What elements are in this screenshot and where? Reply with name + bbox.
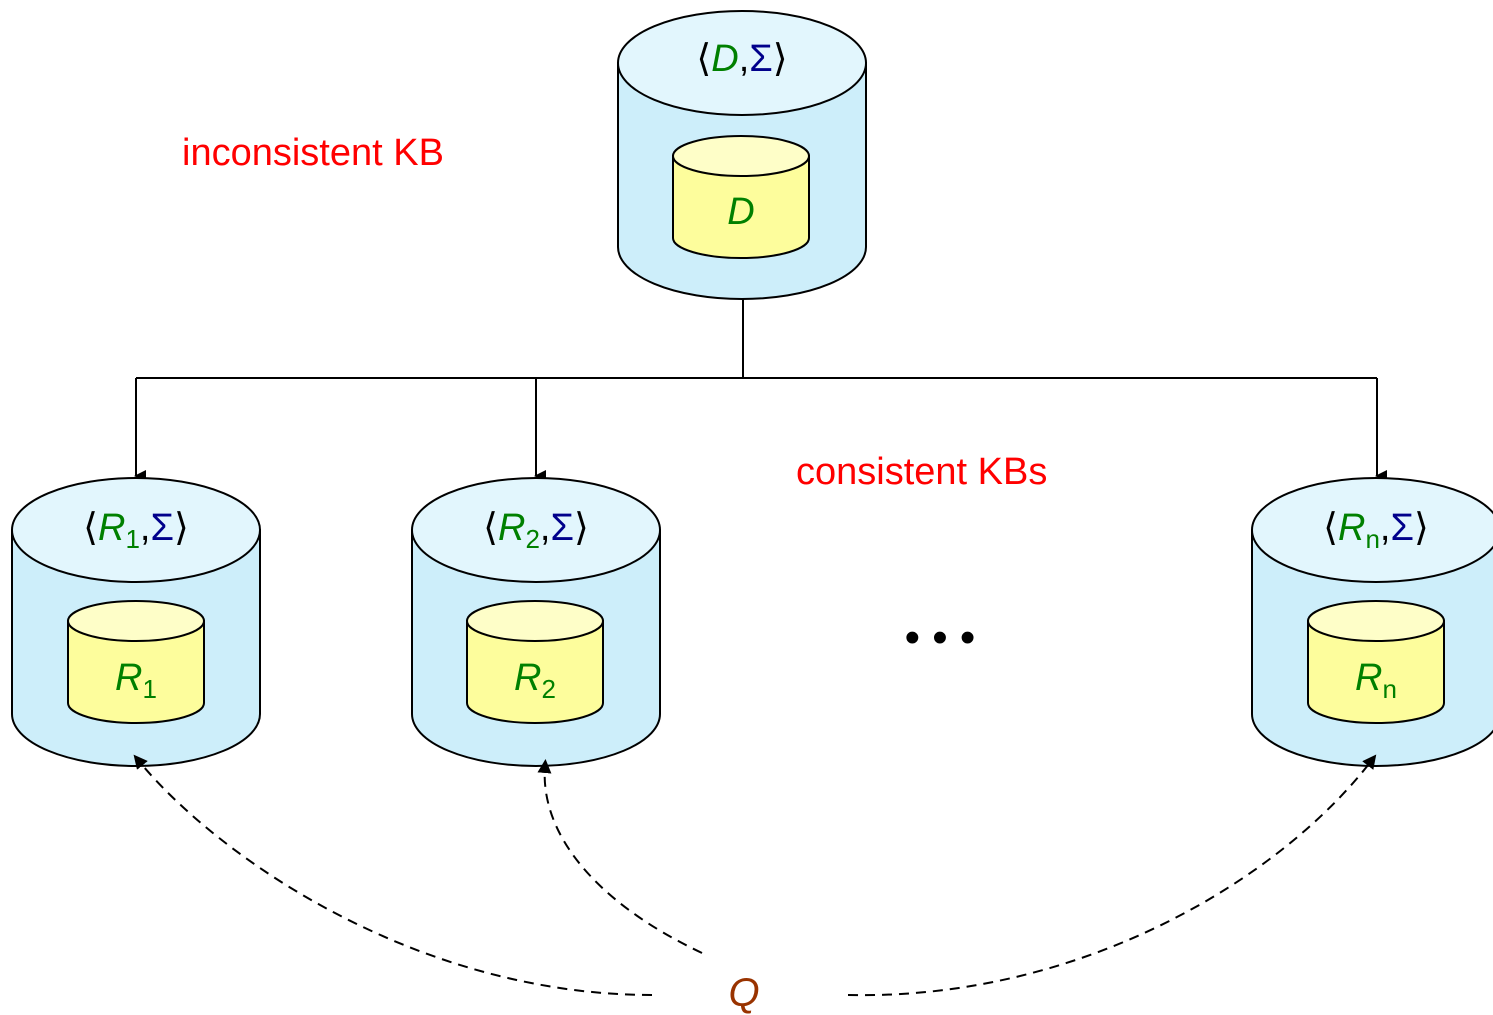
repair-n-label: ⟨Rn,Σ⟩	[1323, 507, 1429, 554]
repair-kb-cylinder-n: ⟨Rn,Σ⟩ Rn	[1251, 477, 1493, 767]
repair-kb-cylinder-1: ⟨R1,Σ⟩ R1	[11, 477, 261, 767]
repair-1-inner-body	[67, 620, 205, 724]
query-arrow-to-r1	[133, 754, 653, 996]
repair-n-inner-lid	[1307, 600, 1445, 642]
repair-n-inner-body	[1307, 620, 1445, 724]
top-inner-body	[672, 155, 810, 259]
tree-connectors	[134, 298, 1387, 482]
repair-2-inner-body	[466, 620, 604, 724]
repair-2-lid	[411, 477, 661, 583]
repair-2-label: ⟨R2,Σ⟩	[483, 507, 589, 554]
repair-2-inner-lid	[466, 600, 604, 642]
top-kb-lid	[617, 10, 867, 116]
repair-1-inner-lid	[67, 600, 205, 642]
consistent-kbs-label: consistent KBs	[796, 451, 1047, 493]
top-kb-cylinder: ⟨D,Σ⟩ D	[617, 10, 867, 300]
inconsistent-kb-label: inconsistent KB	[182, 132, 444, 174]
query-arrow-to-r2	[537, 759, 703, 954]
repair-kb-cylinder-2: ⟨R2,Σ⟩ R2	[411, 477, 661, 767]
repair-2-inner-label: R2	[514, 657, 556, 704]
repair-1-inner-label: R1	[115, 657, 157, 704]
query-label: Q	[728, 971, 759, 1015]
repair-1-lid	[11, 477, 261, 583]
query-arrows	[133, 754, 1377, 997]
query-arrow-to-rn	[847, 754, 1377, 997]
repair-n-lid	[1251, 477, 1493, 583]
top-inner-lid	[672, 135, 810, 177]
top-kb-label: ⟨D,Σ⟩	[696, 38, 787, 80]
repair-n-inner-label: Rn	[1355, 657, 1397, 704]
ellipsis: • • •	[905, 613, 976, 662]
repair-1-label: ⟨R1,Σ⟩	[83, 507, 189, 554]
top-inner-label: D	[727, 191, 754, 233]
